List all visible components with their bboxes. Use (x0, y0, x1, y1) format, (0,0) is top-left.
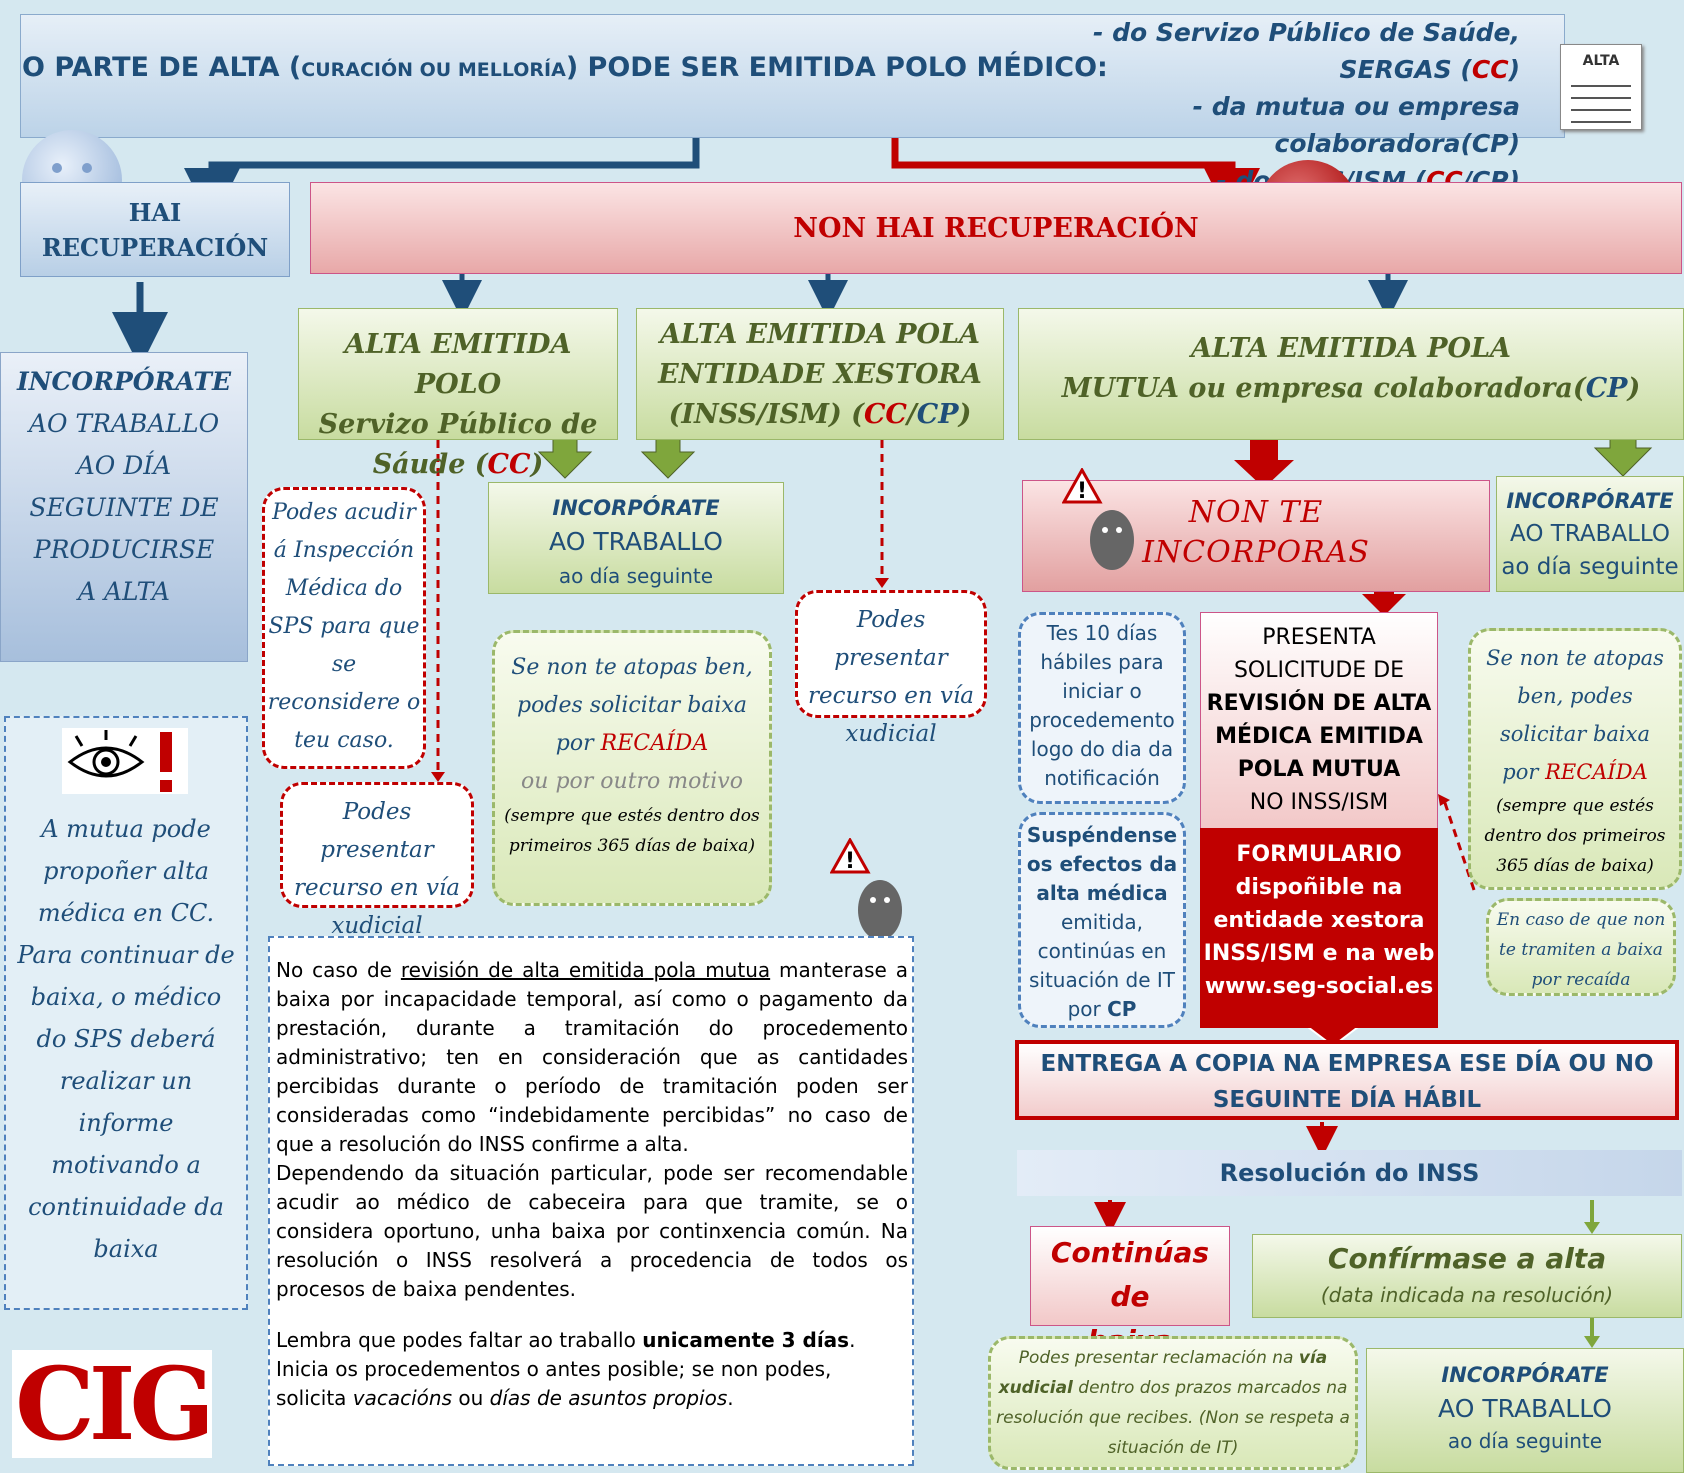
callout-recurso-sps: Podes presentar recurso en vía xudicial (280, 782, 474, 939)
note-paragraph-3: Lembra que podes faltar ao traballo unic… (276, 1328, 856, 1410)
issuer-mutua: - da mutua ou empresa colaboradora(CP) (1192, 92, 1520, 158)
header-title: O PARTE DE ALTA (CURACIÓN OU MELLORÍA) P… (22, 52, 1108, 83)
callout-suspension: Suspéndense os efectos da alta médica em… (1018, 812, 1186, 1028)
warning-robot-icon: ! (830, 838, 902, 940)
revision-request-box: PRESENTA SOLICITUDE DE REVISIÓN DE ALTA … (1200, 612, 1438, 830)
no-recovery-box: NON HAI RECUPERACIÓN (310, 182, 1682, 274)
form-info-box: FORMULARIO dispoñible na entidade xestor… (1200, 828, 1438, 1028)
header-banner (20, 14, 1565, 138)
return-to-work-box-bottom: INCORPÓRATE AO TRABALLO ao día seguinte (1366, 1348, 1684, 1473)
inss-resolution-bar: Resolución do INSS (1017, 1150, 1682, 1196)
return-to-work-box-right: INCORPÓRATE AO TRABALLO ao día seguinte (1496, 476, 1684, 592)
issuer-sergas: - do Servizo Público de Saúde, SERGAS (C… (1093, 18, 1520, 84)
svg-text:!: ! (1077, 479, 1087, 504)
explanatory-note: No caso de revisión de alta emitida pola… (268, 936, 914, 1466)
discharge-confirmed-box: Confírmase a alta (data indicada na reso… (1252, 1234, 1682, 1318)
svg-text:!: ! (845, 849, 855, 874)
return-to-work-box-mid: INCORPÓRATE AO TRABALLO ao día seguinte (488, 482, 784, 594)
mutua-note-text: A mutua pode propoñer alta médica en CC.… (17, 815, 235, 1263)
callout-baixa-recaida-mid: Se non te atopas ben, podes solicitar ba… (492, 630, 772, 906)
mutua-note-box (4, 716, 248, 1310)
callout-tramiten-baixa: En caso de que non te tramiten a baixa p… (1486, 898, 1676, 996)
eye-warning-icon (62, 728, 188, 794)
document-label: ALTA (1582, 53, 1620, 69)
branch-mutua: ALTA EMITIDA POLA MUTUA ou empresa colab… (1018, 308, 1684, 440)
callout-baixa-recaida-right: Se non te atopas ben, podes solicitar ba… (1468, 628, 1682, 890)
document-icon: ALTA (1560, 44, 1642, 130)
cig-logo: CIG (12, 1350, 215, 1458)
recovery-box: HAI RECUPERACIÓN (20, 182, 290, 277)
callout-judicial-claim: Podes presentar reclamación na vía xudic… (988, 1336, 1358, 1470)
warning-robot-icon: ! (1062, 468, 1134, 570)
continue-leave-box: Continúas de baixa (1030, 1226, 1230, 1357)
callout-recurso-entidade: Podes presentar recurso en vía xudicial (795, 590, 987, 747)
callout-inspeccion: Podes acudir á Inspección Médica do SPS … (262, 487, 426, 769)
deliver-copy-box: ENTREGA A COPIA NA EMPRESA ESE DÍA OU NO… (1015, 1040, 1679, 1120)
branch-entidade-xestora: ALTA EMITIDA POLA ENTIDADE XESTORA (INSS… (636, 308, 1004, 440)
branch-sps: ALTA EMITIDA POLO Servizo Público de Sáu… (298, 308, 618, 480)
note-paragraph-1: No caso de revisión de alta emitida pola… (276, 958, 909, 1156)
note-paragraph-2: Dependendo da situación particular, pode… (276, 1161, 908, 1301)
callout-10-dias: Tes 10 días hábiles para iniciar o proce… (1018, 612, 1186, 804)
return-to-work-box: INCORPÓRATE AO TRABALLO AO DÍA SEGUINTE … (0, 352, 248, 662)
